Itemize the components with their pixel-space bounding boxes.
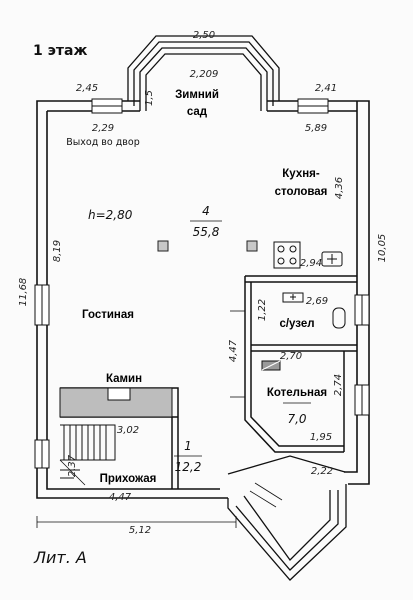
dim-1-5: 1,5 (144, 90, 155, 106)
room-label-hall: Прихожая (100, 473, 157, 485)
room-number-1: 1 (184, 439, 192, 453)
room-label-living: Гостиная (82, 309, 134, 321)
columns (157, 240, 258, 252)
dim-8-19: 8,19 (52, 240, 63, 262)
dim-2-22: 2,22 (311, 466, 333, 477)
room-label-winter-garden-1: Зимний (175, 89, 219, 101)
stairs (59, 424, 116, 486)
room-label-kitchen-1: Кухня- (282, 168, 320, 180)
kitchen-sink (321, 251, 343, 267)
boiler (261, 360, 281, 371)
fireplace (59, 387, 173, 418)
page-title: 1 этаж (33, 43, 87, 59)
dim-4-47-horizontal: 4,47 (109, 492, 132, 503)
room-label-fireplace: Камин (106, 373, 142, 385)
dim-2-29: 2,29 (92, 123, 114, 134)
room-number-4: 4 (202, 204, 210, 218)
dim-2-74: 2,74 (333, 374, 344, 396)
dim-2-41: 2,41 (315, 83, 337, 94)
bathroom-fixtures (282, 292, 346, 329)
room-label-winter-garden-2: сад (187, 106, 208, 118)
dim-5-12: 5,12 (129, 525, 151, 536)
interior-walls (60, 275, 357, 489)
dim-10-05: 10,05 (377, 234, 388, 263)
dim-2-70: 2,70 (280, 351, 302, 362)
entrance-porch (227, 455, 347, 581)
ceiling-height: h=2,80 (88, 208, 133, 222)
dim-1-95: 1,95 (310, 432, 332, 443)
dim-11-68: 11,68 (18, 278, 29, 307)
dim-4-36: 4,36 (334, 177, 345, 199)
exit-label: Выход во двор (66, 137, 139, 148)
leader-lines (230, 310, 283, 508)
room-label-kitchen-2: столовая (275, 186, 328, 198)
dim-2-45: 2,45 (76, 83, 98, 94)
stove (273, 241, 301, 269)
lit-label: Лит. А (33, 548, 87, 567)
dim-2-37: 2,37 (67, 454, 78, 477)
room-area-1: 12,2 (175, 460, 202, 474)
dim-3-02: 3,02 (117, 425, 139, 436)
room-area-7: 7,0 (287, 412, 306, 426)
dim-2-209: 2,209 (190, 69, 219, 80)
room-label-boiler: Котельная (267, 387, 327, 399)
dim-4-47-vertical: 4,47 (228, 339, 239, 362)
dim-1-22: 1,22 (257, 299, 268, 321)
dim-2-50: 2,50 (193, 30, 215, 41)
dimension-lines (36, 516, 237, 528)
dim-5-89: 5,89 (305, 123, 327, 134)
room-area-4: 55,8 (193, 225, 220, 239)
dim-2-69: 2,69 (306, 296, 328, 307)
room-label-bathroom: с/узел (279, 318, 314, 330)
dim-2-94: 2,94 (300, 258, 322, 269)
winter-garden-bay (127, 35, 280, 111)
windows (34, 98, 370, 469)
